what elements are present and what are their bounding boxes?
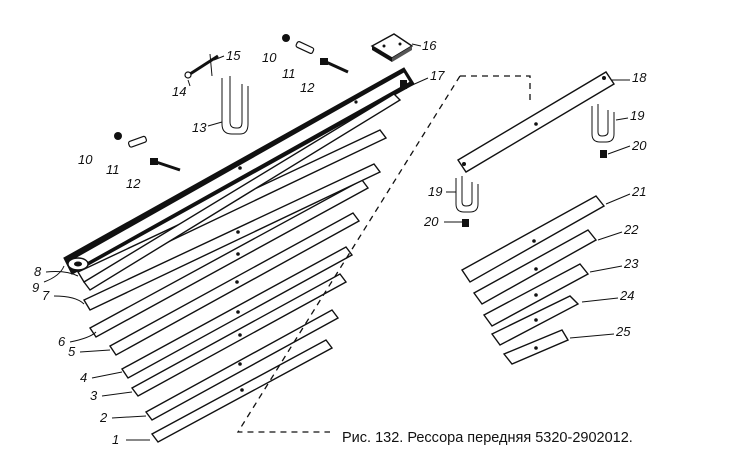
callout-5: 5	[68, 344, 76, 359]
callout-8: 8	[34, 264, 42, 279]
callout-6: 6	[58, 334, 66, 349]
callout-7: 7	[42, 288, 50, 303]
callout-15: 15	[226, 48, 241, 63]
callout-20-lower: 20	[423, 214, 439, 229]
dashed-bracket	[236, 75, 531, 433]
callout-25: 25	[615, 324, 631, 339]
callout-10-upper: 10	[262, 50, 277, 65]
leaf-5	[108, 212, 361, 356]
aux-top-leaf-18	[457, 71, 615, 173]
bolt-set-lower	[114, 132, 181, 172]
leaf-stack	[63, 67, 415, 443]
u-bolt-13	[221, 76, 249, 135]
callout-22: 22	[623, 222, 639, 237]
callout-2: 2	[99, 410, 108, 425]
bolt-set-upper	[282, 34, 349, 74]
u-bolt-19-lower	[455, 176, 479, 213]
bolt-12-upper	[325, 60, 349, 74]
callout-3: 3	[90, 388, 98, 403]
leaf-2	[144, 309, 340, 421]
callout-4: 4	[80, 370, 87, 385]
nut-10-lower	[114, 132, 122, 140]
bushing-11-lower	[127, 135, 148, 148]
callout-23: 23	[623, 256, 639, 271]
nut-20-lower	[462, 219, 469, 227]
leaf-9	[63, 67, 415, 275]
callout-21: 21	[631, 184, 646, 199]
callout-19-lower: 19	[428, 184, 442, 199]
callout-numbers: 1 2 3 4 5 6 7 8 9 10 11 12 10 11 12 13 1…	[32, 38, 647, 447]
callout-14: 14	[172, 84, 186, 99]
callout-11-lower: 11	[106, 162, 120, 177]
callout-18: 18	[632, 70, 647, 85]
bolt-12-lower	[155, 160, 181, 172]
callout-12-upper: 12	[300, 80, 315, 95]
aux-leaf-22	[472, 229, 598, 305]
nut-17	[400, 80, 407, 89]
callout-17: 17	[430, 68, 445, 83]
callout-9: 9	[32, 280, 39, 295]
callout-10-lower: 10	[78, 152, 93, 167]
aux-leaf-25	[502, 329, 570, 365]
callout-19-upper: 19	[630, 108, 644, 123]
plate-16	[370, 33, 414, 62]
figure-caption: Рис. 132. Рессора передняя 5320-2902012.	[342, 430, 633, 446]
pin-14-15	[184, 53, 219, 79]
callout-11-upper: 11	[282, 66, 296, 81]
leaf-8-upper	[82, 93, 402, 291]
leader-lines	[43, 43, 631, 441]
bushing-11-upper	[295, 41, 315, 54]
callout-20-upper: 20	[631, 138, 647, 153]
leaf-3	[130, 273, 348, 397]
leaf-1	[150, 339, 334, 443]
callout-12-lower: 12	[126, 176, 141, 191]
aux-leaf-24	[490, 295, 580, 346]
aux-leaf-21	[460, 195, 606, 283]
callout-16: 16	[422, 38, 437, 53]
nut-20-upper	[600, 150, 607, 158]
callout-1: 1	[112, 432, 119, 447]
u-bolt-19-upper	[591, 104, 615, 143]
callout-24: 24	[619, 288, 634, 303]
aux-leaf-23	[482, 263, 590, 327]
leaf-7	[83, 163, 382, 311]
nut-10-upper	[282, 34, 290, 42]
callout-13: 13	[192, 120, 207, 135]
leaf-4	[120, 246, 354, 379]
